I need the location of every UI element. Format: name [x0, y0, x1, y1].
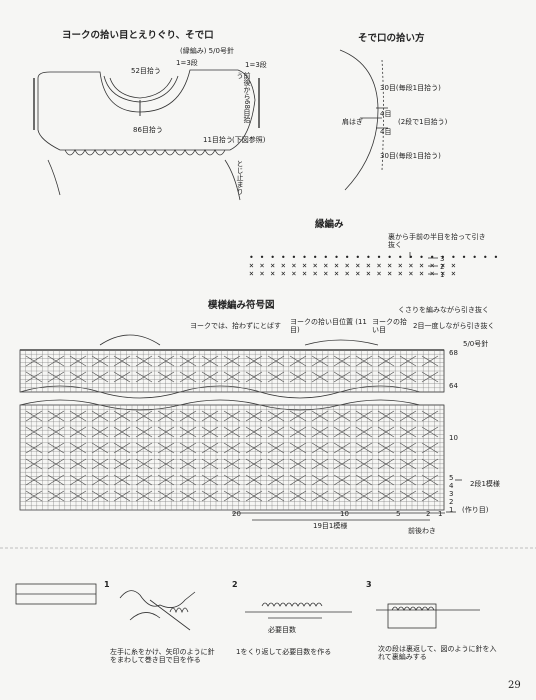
edging-title: 縁編み: [315, 219, 344, 230]
chart-col-10: 10: [340, 510, 349, 518]
needed-count-label: 必要目数: [268, 626, 296, 634]
bind-off-label: とじ止まり: [236, 160, 244, 195]
note-2dec: 2目一度しながら引き抜く: [413, 322, 495, 330]
front-side-label: 前後わき: [408, 527, 436, 535]
edging-row-label-3: 3: [440, 255, 445, 263]
chart-col-20: 20: [232, 510, 241, 518]
cast-on-label: (作り目): [462, 506, 489, 514]
note-no-pick: ヨークでは、拾わずにとばす: [190, 322, 281, 330]
note-pass: くさりを編みながら引き抜く: [398, 306, 489, 314]
chart-title: 模様編み符号図: [208, 300, 275, 311]
chart-lower-frame: [19, 404, 445, 511]
sleeve-4a-label: 4目: [380, 110, 392, 118]
chart-wave-bottom: [19, 399, 444, 411]
page-number: 29: [508, 680, 521, 691]
rows-1-3-label-b: 1=3段: [245, 61, 267, 69]
chart-num-3: 3: [449, 490, 454, 498]
chart-wave-top: [19, 385, 444, 399]
note-yoke-pos: ヨークの拾い目位置 (11目): [290, 318, 367, 335]
repeat-19-label: 19目1模様: [313, 522, 348, 530]
repeat-2-label: 2段1模様: [470, 480, 500, 488]
chart-num-1: 1: [449, 506, 454, 514]
chart-upper-frame: [19, 349, 445, 393]
edging-row-label-1: 1: [440, 271, 445, 279]
chart-col-1: 1: [438, 510, 443, 518]
rows-1-3-label-a: 1=3段: [176, 59, 198, 67]
sleeve-title: そで口の拾い方: [358, 33, 425, 44]
chart-num-4: 4: [449, 482, 454, 490]
edging-row-1: × × × × × × × × × × × × × × × × × × × ×: [249, 269, 457, 278]
chart-col-5: 5: [396, 510, 401, 518]
step-1-hand: [119, 590, 196, 608]
step-1-caption: 左手に糸をかけ、矢印のように針をまわして巻き目で目を作る: [110, 648, 215, 665]
chart-num-10: 10: [449, 434, 458, 442]
chart-num-68: 68: [449, 349, 458, 357]
step-2-number: 2: [232, 580, 238, 589]
see-diagram-label: (下図参照): [232, 136, 266, 144]
chart-needle: 5/0号針: [463, 340, 489, 348]
step-3-number: 3: [366, 580, 372, 589]
chart-num-5: 5: [449, 474, 454, 482]
edging-row-2: × × × × × × × × × × × × × × × × × × × ×: [249, 261, 457, 270]
step-3-caption: 次の段は裏返して、図のように針を入れて裏編みする: [378, 645, 497, 662]
pick-86-label: 86目拾う: [133, 126, 163, 134]
sleeve-4b-label: 4目: [380, 128, 392, 136]
edging-row-label-2: 2: [440, 263, 445, 271]
yoke-title: ヨークの拾い目とえりぐり、そで口: [62, 30, 214, 41]
edging-note: 裏から手前の半目を拾って引き抜く: [388, 233, 486, 250]
front-68-label: 前後から68目拾う: [236, 72, 251, 123]
note-yoke-pick: ヨークの拾い目: [372, 318, 407, 335]
shoulder-label: 肩はぎ: [342, 118, 363, 126]
sleeve-2-1-label: (2段で1目拾う): [398, 118, 448, 126]
edge-needle-label: (縁編み) 5/0号針: [180, 47, 234, 55]
sleeve-30a-label: 30目(毎段1目拾う): [380, 84, 441, 92]
sleeve-30b-label: 30目(毎段1目拾う): [380, 152, 441, 160]
chart-col-2: 2: [426, 510, 431, 518]
pick-52-label: 52目拾う: [131, 67, 161, 75]
neckline-inner: [109, 77, 173, 99]
loops: [64, 149, 226, 156]
edging-row-3: • • • • • • • • • • • • • • • • • • • • …: [249, 253, 499, 262]
pick-11-label: 11目拾う: [203, 136, 233, 144]
step-1-number: 1: [104, 580, 110, 589]
neckline: [103, 75, 179, 103]
step-2-caption: 1をくり返して必要目数を作る: [236, 648, 332, 656]
chart-num-2: 2: [449, 498, 454, 506]
chart-num-64: 64: [449, 382, 458, 390]
